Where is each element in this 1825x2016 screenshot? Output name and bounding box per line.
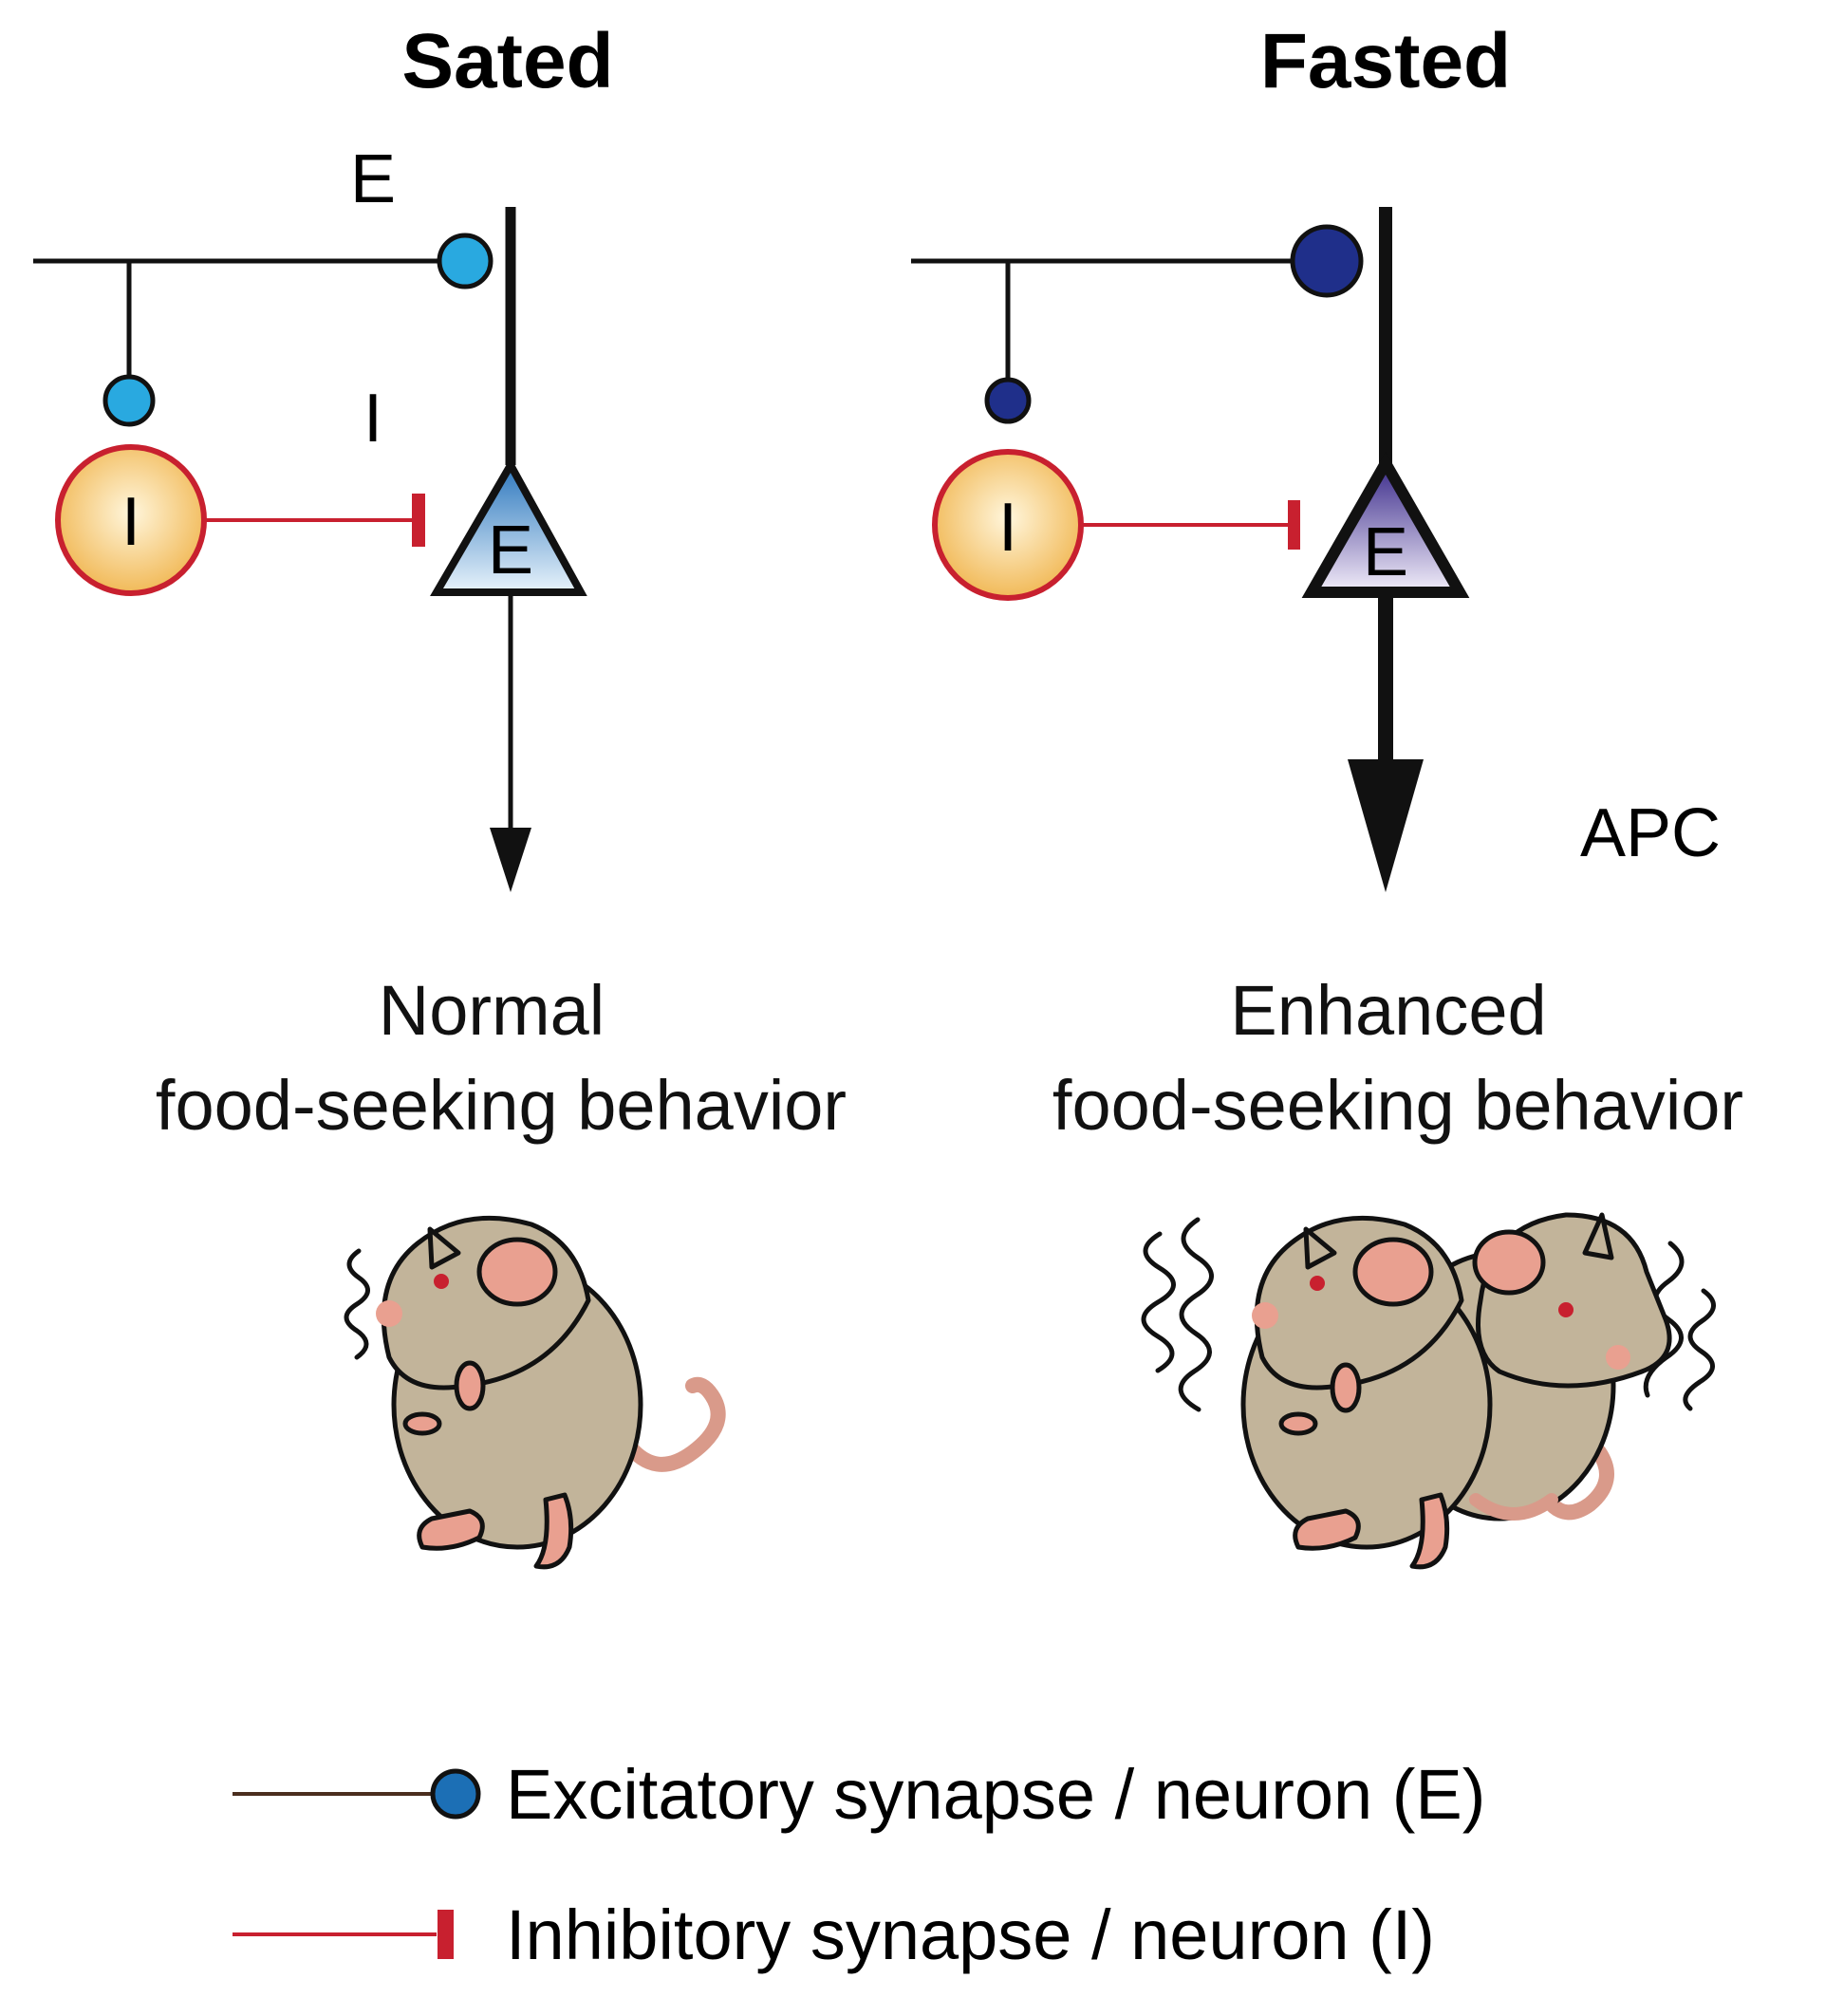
fasted-inhibitory-bar <box>1288 500 1300 550</box>
fasted-back-mouse-eye <box>1558 1302 1574 1317</box>
fasted-title: Fasted <box>1260 18 1511 104</box>
sated-caption-line2: food-seeking behavior <box>156 1066 847 1145</box>
sated-panel: Sated E I I E Normal food-seeking behavi… <box>33 18 847 1570</box>
fasted-front-mouse-foot-left <box>1293 1508 1361 1551</box>
fasted-excitatory-synapse-on-pyramidal <box>1290 224 1364 298</box>
legend-excitatory-label: Excitatory synapse / neuron (E) <box>506 1755 1485 1834</box>
fasted-front-mouse-foot-right <box>1409 1492 1450 1570</box>
fasted-sniff-lines-left-1 <box>1141 1231 1176 1373</box>
legend-inhibitory: Inhibitory synapse / neuron (I) <box>233 1895 1435 1974</box>
sated-mouse-ear <box>476 1237 558 1307</box>
fasted-front-mouse-tail <box>1469 1493 1558 1521</box>
sated-inhibitory-label: I <box>363 381 382 457</box>
fasted-front-mouse-hand <box>1278 1411 1318 1436</box>
fasted-back-mouse-back-ear <box>1582 1212 1614 1260</box>
fasted-output-arrowhead <box>1348 759 1424 892</box>
fasted-sniff-lines-left-2 <box>1178 1217 1214 1412</box>
sated-mouse-forepaw <box>454 1360 486 1411</box>
sated-sniff-lines <box>344 1248 370 1360</box>
sated-mouse-nose <box>376 1300 402 1327</box>
sated-inhibitory-bar <box>412 494 425 547</box>
fasted-sniff-lines-right-2 <box>1683 1288 1716 1411</box>
fasted-interneuron-label: I <box>998 490 1017 566</box>
sated-pyramidal-label: E <box>488 513 533 588</box>
region-label-apc: APC <box>1580 795 1721 871</box>
sated-mouse-foot-right <box>533 1492 574 1570</box>
legend: Excitatory synapse / neuron (E) Inhibito… <box>233 1755 1485 1974</box>
sated-mouse-foot-left <box>417 1508 485 1551</box>
sated-axon-label: E <box>350 141 396 217</box>
fasted-back-mouse-nose <box>1606 1345 1630 1370</box>
fasted-pyramidal-label: E <box>1363 514 1408 590</box>
sated-mouse-back-ear <box>427 1226 461 1270</box>
fasted-front-mouse-ear <box>1352 1237 1434 1307</box>
sated-mouse-eye <box>434 1274 449 1289</box>
legend-inhibitory-bar-icon <box>438 1910 454 1959</box>
sated-title: Sated <box>401 18 613 104</box>
fasted-front-mouse-back-ear <box>1303 1226 1337 1270</box>
sated-mouse-hand <box>402 1411 442 1436</box>
sated-output-arrowhead <box>490 828 531 892</box>
fasted-front-mouse-eye <box>1310 1276 1325 1291</box>
sated-mouse-tail <box>619 1376 726 1472</box>
legend-excitatory: Excitatory synapse / neuron (E) <box>233 1755 1485 1834</box>
fasted-mice-illustration <box>1141 1212 1716 1570</box>
fasted-excitatory-synapse-on-interneuron <box>984 377 1032 424</box>
fasted-front-mouse-forepaw <box>1330 1362 1362 1413</box>
sated-excitatory-synapse-on-pyramidal <box>437 233 493 289</box>
fasted-back-mouse-ear <box>1472 1229 1546 1296</box>
legend-inhibitory-label: Inhibitory synapse / neuron (I) <box>506 1895 1435 1974</box>
fasted-sniff-lines-right-1 <box>1643 1241 1685 1398</box>
sated-interneuron-label: I <box>121 484 140 560</box>
fasted-front-mouse-nose <box>1252 1302 1278 1329</box>
fasted-panel: Fasted I E APC Enhanced food-seeking beh… <box>911 18 1743 1570</box>
sated-excitatory-synapse-on-interneuron <box>102 374 156 427</box>
sated-mouse-illustration <box>344 1215 726 1570</box>
legend-excitatory-synapse-icon <box>430 1768 481 1820</box>
fasted-caption-line2: food-seeking behavior <box>1052 1066 1743 1145</box>
sated-caption-line1: Normal <box>379 971 605 1050</box>
fasted-caption-line1: Enhanced <box>1230 971 1546 1050</box>
